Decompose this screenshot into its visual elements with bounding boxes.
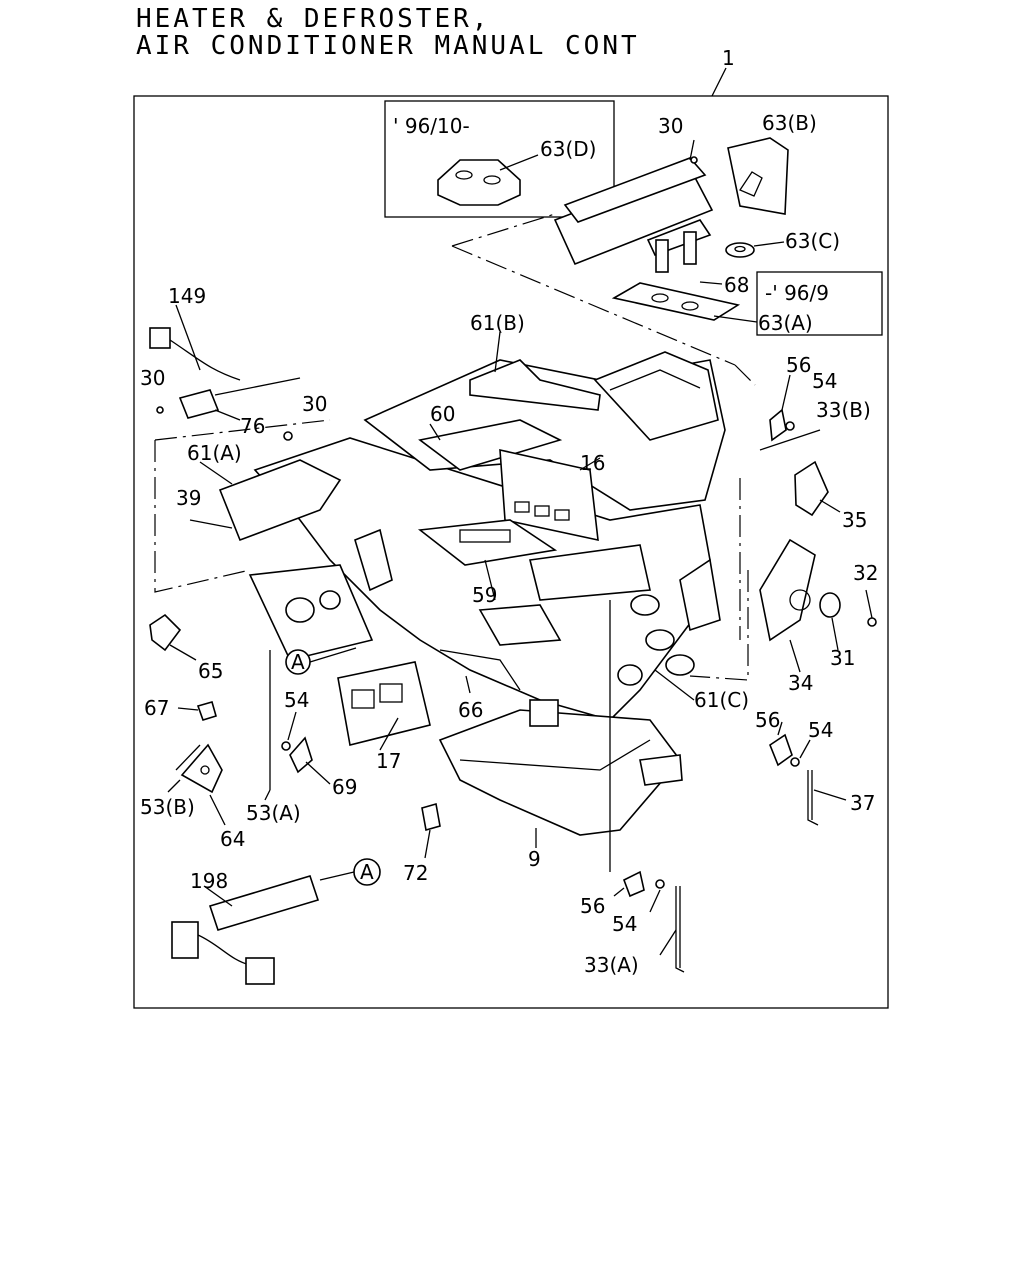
label-54-bot: 54 bbox=[612, 912, 637, 936]
label-56-top: 56 bbox=[786, 353, 811, 377]
label-198: 198 bbox=[190, 869, 228, 893]
label-54-top: 54 bbox=[812, 369, 837, 393]
label-17: 17 bbox=[376, 749, 401, 773]
ref-circle-a-2 bbox=[353, 858, 381, 886]
label-61a: 61(A) bbox=[187, 441, 242, 465]
label-63b: 63(B) bbox=[762, 111, 817, 135]
part-76 bbox=[178, 389, 220, 419]
part-63d bbox=[437, 159, 521, 206]
label-68: 68 bbox=[724, 273, 749, 297]
part-63c bbox=[725, 242, 755, 258]
part-9 bbox=[438, 709, 682, 836]
label-34: 34 bbox=[788, 671, 813, 695]
part-149 bbox=[149, 327, 171, 349]
ref-a-text-1: A bbox=[291, 650, 305, 674]
part-31 bbox=[819, 592, 841, 618]
label-54-left: 54 bbox=[284, 688, 309, 712]
part-17 bbox=[337, 661, 431, 746]
part-72 bbox=[421, 802, 441, 832]
label-16: 16 bbox=[580, 451, 605, 475]
label-61c: 61(C) bbox=[694, 688, 749, 712]
label-60: 60 bbox=[430, 402, 455, 426]
ref-a-text-2: A bbox=[360, 860, 374, 884]
label-53a: 53(A) bbox=[246, 801, 301, 825]
diagram-frame bbox=[133, 95, 889, 1009]
part-64 bbox=[180, 743, 223, 794]
label-72: 72 bbox=[403, 861, 428, 885]
part-35 bbox=[794, 460, 829, 517]
part-61b bbox=[469, 359, 601, 411]
part-56-top bbox=[769, 408, 787, 442]
label-59: 59 bbox=[472, 583, 497, 607]
diagram-title: HEATER & DEFROSTER, AIR CONDITIONER MANU… bbox=[136, 6, 640, 60]
label-30-mid: 30 bbox=[302, 392, 327, 416]
part-67 bbox=[196, 701, 217, 721]
label-65: 65 bbox=[198, 659, 223, 683]
part-61a bbox=[218, 459, 342, 542]
part-16 bbox=[499, 448, 599, 542]
part-65 bbox=[149, 613, 182, 652]
label-56-bot: 56 bbox=[580, 894, 605, 918]
part-60 bbox=[418, 419, 563, 471]
label-61b: 61(B) bbox=[470, 311, 525, 335]
label-30-top: 30 bbox=[658, 114, 683, 138]
label-66: 66 bbox=[458, 698, 483, 722]
inset-96-10-label: ' 96/10- bbox=[393, 114, 470, 138]
label-39: 39 bbox=[176, 486, 201, 510]
label-56-mid: 56 bbox=[755, 708, 780, 732]
title-line-1: HEATER & DEFROSTER, bbox=[136, 4, 491, 34]
inset-96-9 bbox=[756, 271, 883, 336]
part-56-bot bbox=[622, 870, 645, 898]
label-69: 69 bbox=[332, 775, 357, 799]
label-31: 31 bbox=[830, 646, 855, 670]
title-line-2: AIR CONDITIONER MANUAL CONT bbox=[136, 31, 640, 61]
label-33b: 33(B) bbox=[816, 398, 871, 422]
part-198 bbox=[208, 875, 320, 931]
label-37: 37 bbox=[850, 791, 875, 815]
label-9: 9 bbox=[528, 847, 541, 871]
label-64: 64 bbox=[220, 827, 245, 851]
inset-96-9-label: -' 96/9 bbox=[765, 281, 829, 305]
label-67: 67 bbox=[144, 696, 169, 720]
part-63a bbox=[611, 282, 741, 321]
label-54-right: 54 bbox=[808, 718, 833, 742]
label-149: 149 bbox=[168, 284, 206, 308]
part-56-mid bbox=[769, 733, 793, 767]
label-63c: 63(C) bbox=[785, 229, 840, 253]
label-33a: 33(A) bbox=[584, 953, 639, 977]
part-34 bbox=[759, 538, 816, 642]
label-76: 76 bbox=[240, 414, 265, 438]
frame-callout: 1 bbox=[722, 46, 735, 70]
label-35: 35 bbox=[842, 508, 867, 532]
label-32: 32 bbox=[853, 561, 878, 585]
part-69 bbox=[289, 736, 313, 774]
label-63a: 63(A) bbox=[758, 311, 813, 335]
part-motor bbox=[285, 597, 315, 623]
label-63d: 63(D) bbox=[540, 137, 596, 161]
label-53b: 53(B) bbox=[140, 795, 195, 819]
label-30-left: 30 bbox=[140, 366, 165, 390]
inset-96-10 bbox=[384, 100, 615, 218]
